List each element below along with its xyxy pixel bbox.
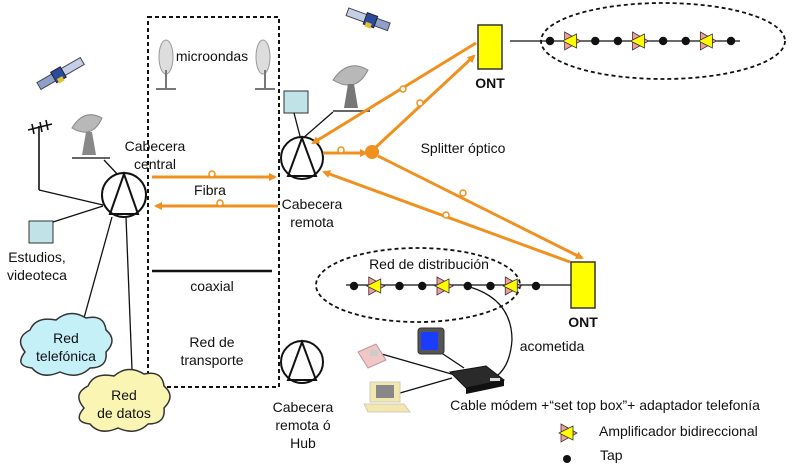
central-headend-label: Cabecera central <box>124 138 186 172</box>
legend-tap-label: Tap <box>600 447 623 463</box>
microwave-label: microondas <box>175 48 249 64</box>
studio-box <box>28 220 54 244</box>
fiber-link-forward <box>152 170 277 181</box>
top-distribution-ellipse <box>540 2 786 80</box>
central-headend-icon <box>101 170 147 218</box>
transport-network-label: Red de transporte <box>180 334 244 368</box>
tap-icon <box>726 36 736 46</box>
fiber-ont-top-to-remote <box>311 41 477 145</box>
remote-headend-label: Cabecera remota <box>281 196 343 230</box>
remote-studio-box <box>283 90 309 114</box>
fiber-splitter-to-ont-top <box>374 54 476 149</box>
fiber-link-return <box>154 199 278 210</box>
tv-antenna-icon <box>27 119 53 190</box>
drop-cable <box>469 286 513 379</box>
coaxial-label: coaxial <box>190 278 234 294</box>
phone-network-cloud <box>19 312 113 376</box>
satellite-left-icon <box>36 56 85 91</box>
ont-top-label: ONT <box>475 75 505 91</box>
tap-icon <box>591 36 600 46</box>
microwave-antenna-left-icon <box>156 39 176 90</box>
legend-tap-symbol <box>563 455 571 463</box>
tap-icon <box>349 281 359 291</box>
tap-icon <box>658 36 668 46</box>
tap-icon <box>418 281 427 291</box>
satellite-right-icon <box>345 7 391 32</box>
computer-icon <box>363 381 411 413</box>
ont-bottom <box>570 261 596 309</box>
hub-headend-icon <box>280 339 324 384</box>
studios-label: Estudios, videoteca <box>7 249 67 283</box>
tap-icon <box>463 281 472 291</box>
fiber-ont-bottom-to-remote <box>322 170 571 264</box>
ont-bottom-label: ONT <box>568 314 598 330</box>
cable-modem-label: Cable módem +“set top box”+ adaptador te… <box>450 397 760 413</box>
satellite-dish-remote-icon <box>332 65 370 112</box>
fiber-splitter-to-ont-bottom <box>377 154 584 260</box>
tap-icon <box>395 281 404 291</box>
tap-icon <box>613 36 623 46</box>
splitter-label: Splitter óptico <box>420 140 506 156</box>
amplifier-icon <box>629 31 650 51</box>
amplifier-icon <box>561 31 582 51</box>
ont-top <box>477 24 503 70</box>
amplifier-icon <box>697 31 718 51</box>
tap-icon <box>486 281 495 291</box>
amplifier-icon <box>502 276 523 296</box>
remote-headend-icon <box>280 135 324 180</box>
telephone-icon <box>357 343 387 369</box>
transport-network-box <box>147 16 280 388</box>
amplifier-icon <box>365 276 386 296</box>
data-network-label: Red de datos <box>97 387 151 421</box>
amplifier-icon <box>434 276 454 296</box>
satellite-dish-central-icon <box>71 114 110 159</box>
tv-monitor-icon <box>417 327 445 355</box>
drop-label: acometida <box>519 338 585 354</box>
legend-amp-label: Amplificador bidireccional <box>599 423 758 439</box>
data-network-cloud <box>78 368 171 432</box>
distribution-network-label: Red de distribución <box>369 256 489 272</box>
legend-amplifier-symbol <box>558 423 578 443</box>
microwave-antenna-right-icon <box>255 39 275 90</box>
optical-splitter <box>365 145 379 159</box>
tap-icon <box>681 36 690 46</box>
phone-network-label: Red telefónica <box>36 330 96 364</box>
cable-modem-icon <box>448 365 506 394</box>
tap-icon <box>531 281 541 291</box>
fiber-label: Fibra <box>194 182 226 198</box>
hub-label: Cabecera remota ó Hub <box>272 399 334 451</box>
tap-icon <box>545 36 555 46</box>
fiber-remote-to-splitter <box>323 146 368 157</box>
